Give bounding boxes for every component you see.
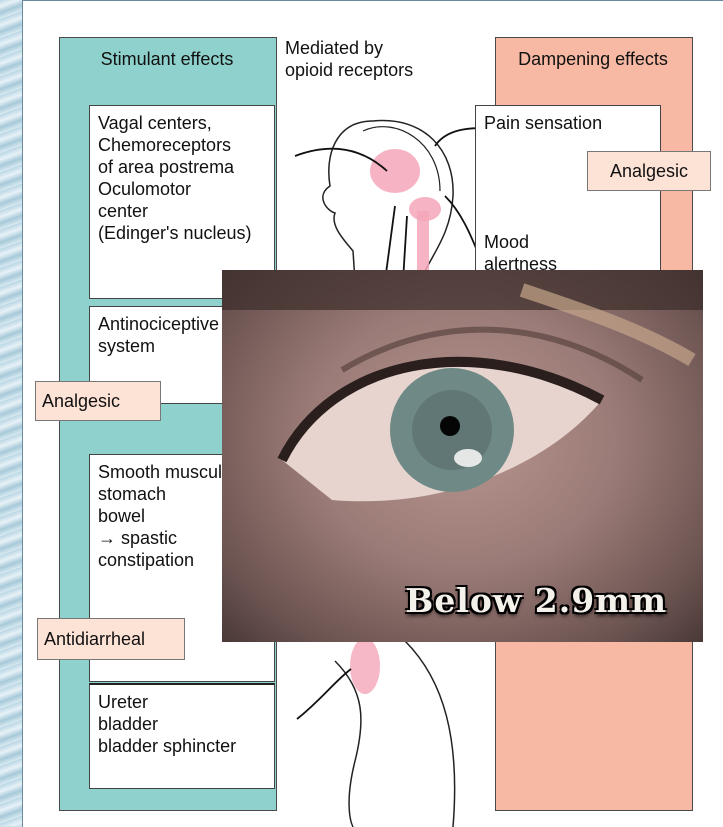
pupil-photo: Below 2.9mm (222, 270, 703, 642)
pupil (440, 416, 460, 436)
stimulant-header: Stimulant effects (59, 49, 275, 70)
stimulant-box-ureter: Ureter bladder bladder sphincter (89, 683, 275, 789)
photo-caption: Below 2.9mm (405, 581, 667, 620)
analgesic-tag-left: Analgesic (35, 381, 161, 421)
antidiarrheal-tag: Antidiarrheal (37, 618, 185, 660)
dampening-header: Dampening effects (495, 49, 691, 70)
decorative-border (0, 0, 22, 826)
center-header: Mediated by opioid receptors (285, 37, 455, 81)
analgesic-tag-right: Analgesic (587, 151, 711, 191)
brain-highlight (370, 149, 420, 193)
